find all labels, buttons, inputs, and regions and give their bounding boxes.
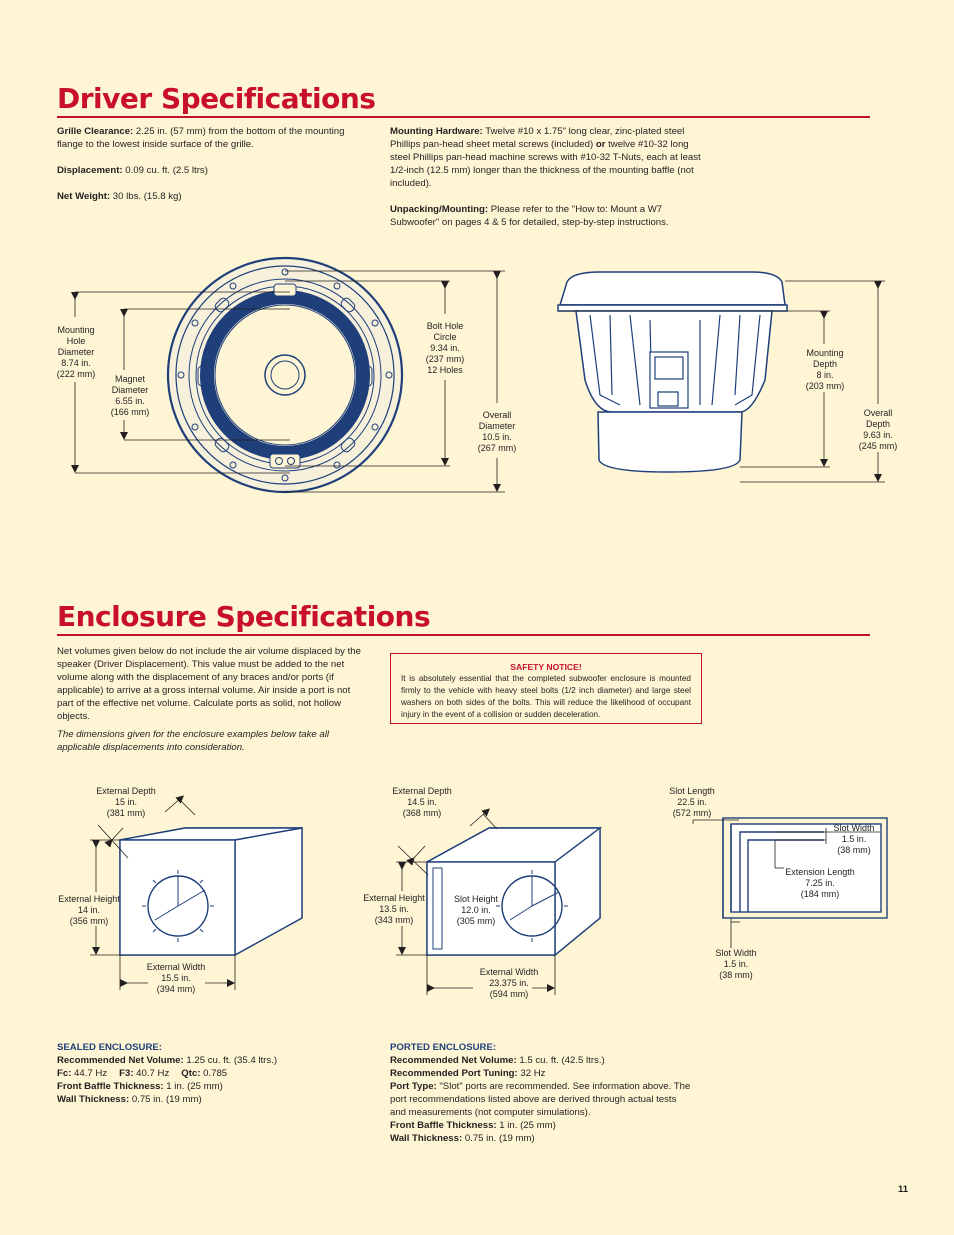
ported-enclosure-specs: PORTED ENCLOSURE: Recommended Net Volume… bbox=[390, 1041, 692, 1145]
safety-notice-text: It is absolutely essential that the comp… bbox=[401, 674, 691, 719]
sealed-baffle-thickness: Front Baffle Thickness: 1 in. (25 mm) bbox=[57, 1081, 223, 1092]
ported-wall-thickness: Wall Thickness: 0.75 in. (19 mm) bbox=[390, 1133, 535, 1144]
unpacking-mounting: Unpacking/Mounting: Please refer to the … bbox=[390, 204, 669, 228]
title-rule bbox=[57, 116, 870, 118]
safety-notice-box: SAFETY NOTICE! It is absolutely essentia… bbox=[390, 653, 702, 724]
safety-notice-title: SAFETY NOTICE! bbox=[510, 662, 582, 672]
enclosure-specs-title: Enclosure Specifications bbox=[57, 600, 431, 633]
ported-port-tuning: Recommended Port Tuning: 32 Hz bbox=[390, 1068, 546, 1079]
driver-side-view bbox=[557, 271, 788, 473]
title-rule bbox=[57, 634, 870, 636]
sealed-wall-thickness: Wall Thickness: 0.75 in. (19 mm) bbox=[57, 1094, 202, 1105]
ported-baffle-thickness: Front Baffle Thickness: 1 in. (25 mm) bbox=[390, 1120, 556, 1131]
sealed-enclosure-heading: SEALED ENCLOSURE: bbox=[57, 1042, 163, 1053]
page-number: 11 bbox=[898, 1184, 909, 1195]
ported-enclosure-drawing bbox=[426, 826, 603, 957]
displacement: Displacement: 0.09 cu. ft. (2.5 ltrs) bbox=[57, 165, 208, 176]
driver-specs-title: Driver Specifications bbox=[57, 82, 376, 115]
sealed-net-volume: Recommended Net Volume: 1.25 cu. ft. (35… bbox=[57, 1055, 278, 1066]
enclosure-intro: Net volumes given below do not include t… bbox=[57, 645, 369, 754]
driver-front-view bbox=[166, 256, 404, 494]
driver-specs-left-column: Grille Clearance: 2.25 in. (57 mm) from … bbox=[57, 125, 369, 203]
ported-enclosure-heading: PORTED ENCLOSURE: bbox=[390, 1042, 497, 1053]
sealed-dimension-lines bbox=[90, 795, 236, 990]
ported-dimension-lines bbox=[396, 808, 556, 995]
grille-clearance: Grille Clearance: 2.25 in. (57 mm) from … bbox=[57, 126, 345, 150]
mounting-hardware: Mounting Hardware: Twelve #10 x 1.75" lo… bbox=[390, 126, 701, 189]
ported-net-volume: Recommended Net Volume: 1.5 cu. ft. (42.… bbox=[390, 1055, 605, 1066]
enclosure-intro-text: Net volumes given below do not include t… bbox=[57, 646, 361, 722]
slot-port-top-view bbox=[722, 817, 888, 919]
ported-port-type: Port Type: "Slot" ports are recommended.… bbox=[390, 1081, 691, 1118]
driver-side-dimension-lines bbox=[560, 280, 885, 483]
slot-port-dimension-lines bbox=[692, 819, 880, 948]
driver-front-dimension-lines bbox=[71, 270, 505, 493]
enclosure-intro-italic: The dimensions given for the enclosure e… bbox=[57, 729, 329, 753]
sealed-enclosure-drawing bbox=[119, 827, 303, 957]
sealed-enclosure-specs: SEALED ENCLOSURE: Recommended Net Volume… bbox=[57, 1041, 369, 1106]
net-weight: Net Weight: 30 lbs. (15.8 kg) bbox=[57, 191, 182, 202]
driver-specs-right-column: Mounting Hardware: Twelve #10 x 1.75" lo… bbox=[390, 125, 702, 229]
